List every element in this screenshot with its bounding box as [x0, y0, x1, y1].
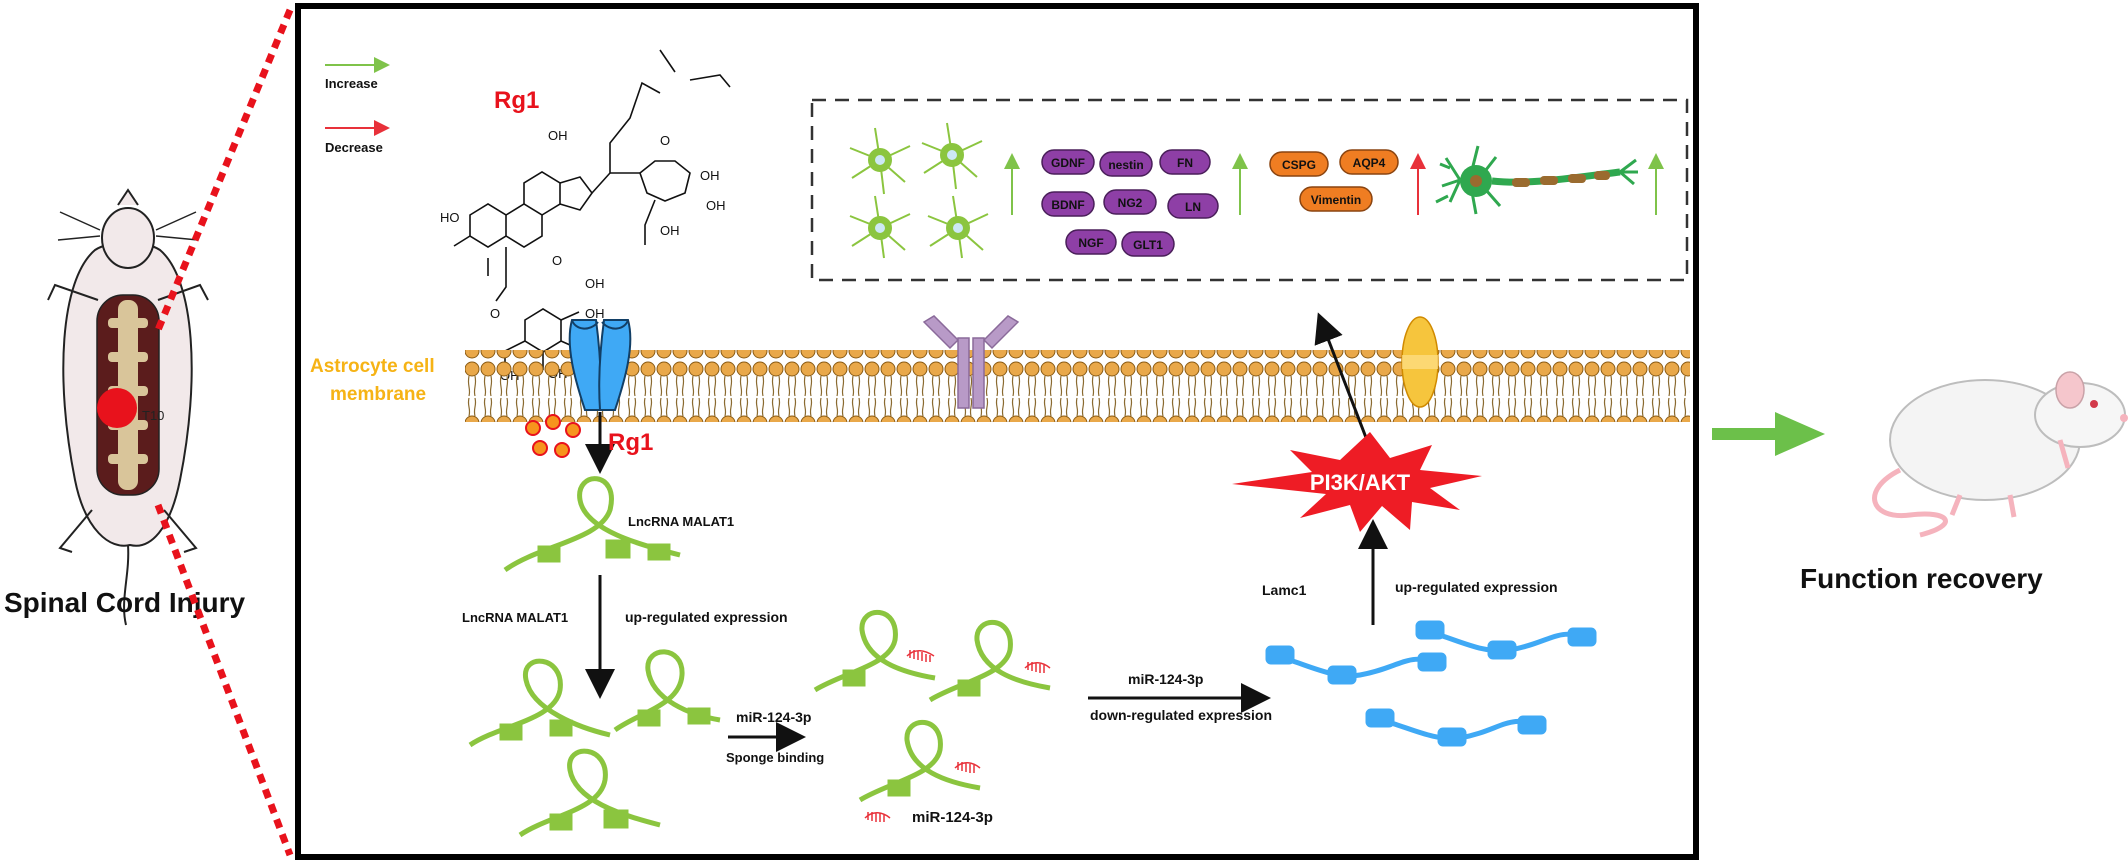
- astrocyte-icon: [849, 195, 911, 259]
- pi3k-akt-burst: [1232, 432, 1482, 532]
- marker-nestin: nestin: [1108, 158, 1143, 172]
- arrow-legend: Increase Decrease: [325, 57, 390, 155]
- spinal-cord-injury-caption: Spinal Cord Injury: [4, 587, 246, 618]
- chem-label: O: [490, 306, 500, 321]
- chem-label: OH: [706, 198, 726, 213]
- astrocyte-cells: [849, 122, 989, 259]
- marker-glt1: GLT1: [1133, 238, 1163, 252]
- cell-membrane: [465, 350, 1690, 422]
- lncrna-malat1-top: [503, 476, 681, 573]
- lamc1-label: Lamc1: [1262, 582, 1307, 598]
- marker-ln: LN: [1185, 200, 1201, 214]
- recovered-rat-illustration: [1872, 371, 2128, 538]
- legend-decrease-label: Decrease: [325, 140, 383, 155]
- chem-label: OH: [660, 223, 680, 238]
- lncrna-upregulated-label: up-regulated expression: [625, 609, 788, 625]
- outcome-box: [810, 98, 1689, 282]
- chem-label: OH: [700, 168, 720, 183]
- marker-fn: FN: [1177, 156, 1193, 170]
- rg1-particles-icon: [525, 414, 581, 458]
- injury-level-label: T10: [142, 408, 164, 423]
- zoom-line-top: [154, 8, 294, 332]
- mir-legend-label: miR-124-3p: [912, 809, 993, 826]
- pi3k-akt-label: PI3K/AKT: [1310, 470, 1411, 495]
- lncrna-label-top: LncRNA MALAT1: [628, 514, 734, 529]
- lncrna-mir-complexes: [813, 609, 1051, 803]
- rg1-title: Rg1: [494, 87, 539, 114]
- neuron-icon: [1435, 145, 1638, 215]
- chem-label: HO: [440, 210, 460, 225]
- zoom-line-bottom: [154, 503, 294, 857]
- membrane-y-receptor: [922, 315, 1020, 409]
- membrane-label-line1: Astrocyte cell: [310, 356, 435, 377]
- chem-label: OH: [585, 276, 605, 291]
- chem-label: O: [552, 253, 562, 268]
- injury-site-icon: [97, 388, 137, 428]
- injured-rat-illustration: T10: [47, 188, 209, 626]
- mir-label-down: miR-124-3p: [1128, 671, 1203, 687]
- neurotrophic-markers: GDNF nestin FN BDNF NG2 LN NGF GLT1: [1041, 149, 1219, 257]
- lncrna-cluster: [468, 649, 721, 838]
- marker-vimentin: Vimentin: [1311, 193, 1361, 207]
- pi3k-outcome-arrow: [1314, 312, 1372, 449]
- chem-label: OH: [548, 128, 568, 143]
- legend-increase-label: Increase: [325, 76, 378, 91]
- astrocyte-icon: [927, 195, 989, 259]
- mir-downregulated-label: down-regulated expression: [1090, 707, 1272, 723]
- membrane-receptor: [568, 319, 632, 411]
- function-recovery-caption: Function recovery: [1800, 563, 2043, 594]
- marker-aqp4: AQP4: [1353, 156, 1386, 170]
- astrocyte-icon: [921, 122, 983, 190]
- marker-gdnf: GDNF: [1051, 156, 1085, 170]
- mir-legend-icon: [864, 812, 891, 822]
- sponge-binding-label: Sponge binding: [726, 750, 824, 765]
- lncrna-label-mid: LncRNA MALAT1: [462, 610, 568, 625]
- marker-bdnf: BDNF: [1051, 198, 1084, 212]
- chem-label: O: [660, 133, 670, 148]
- mir-label-sponge: miR-124-3p: [736, 709, 811, 725]
- rg1-entry-label: Rg1: [608, 429, 653, 456]
- astrocyte-icon: [849, 127, 911, 195]
- marker-cspg: CSPG: [1282, 158, 1316, 172]
- lamc1-transcripts: [1265, 620, 1597, 747]
- mir-bound-icons: [906, 650, 1051, 773]
- glial-scar-markers: CSPG AQP4 Vimentin: [1269, 149, 1399, 212]
- chem-label: OH: [585, 306, 605, 321]
- recovery-arrow: [1712, 412, 1825, 456]
- lamc1-upregulated-label: up-regulated expression: [1395, 579, 1558, 595]
- membrane-label-line2: membrane: [330, 384, 426, 405]
- marker-ng2: NG2: [1118, 196, 1143, 210]
- marker-ngf: NGF: [1078, 236, 1103, 250]
